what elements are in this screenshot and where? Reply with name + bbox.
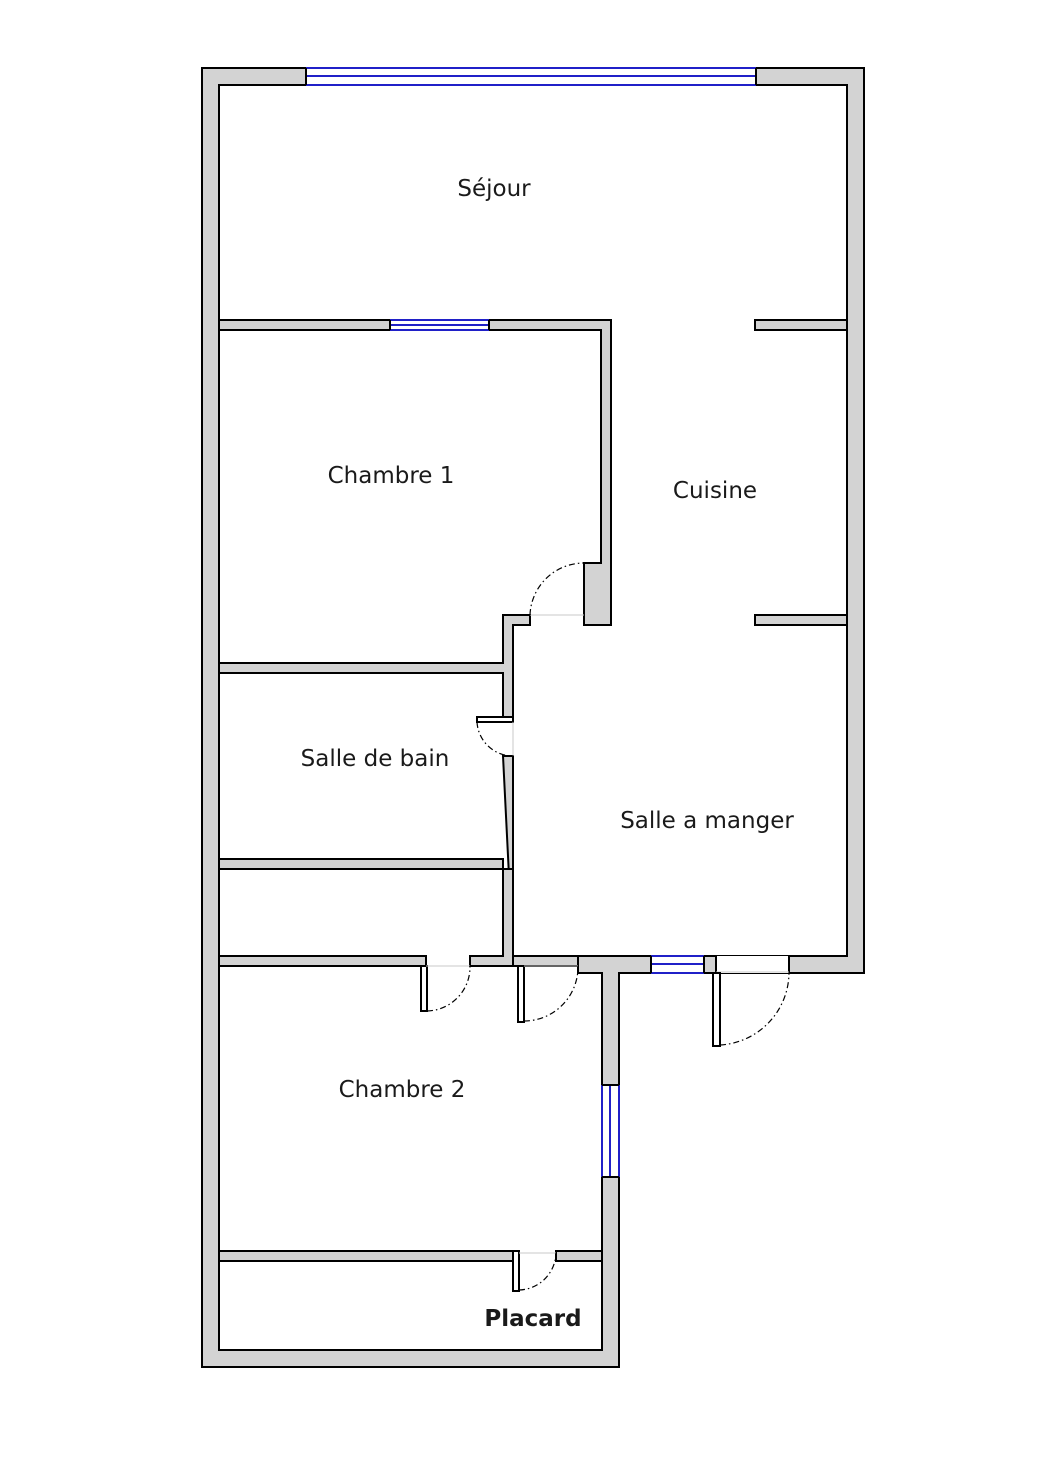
wall-cuisine-bottom-stub [754, 614, 848, 626]
door-chambre1 [529, 562, 585, 616]
wall-sdb-bottom [218, 858, 504, 870]
wall-chambre2-top [577, 955, 652, 1086]
outer-wall [201, 67, 865, 1368]
door-chambre2 [517, 965, 579, 1023]
wall-sdb-right [501, 755, 603, 967]
room-label-salle-a-manger: Salle a manger [620, 808, 794, 834]
door-entrance [712, 972, 790, 1047]
room-label-cuisine: Cuisine [673, 478, 757, 504]
wall-chambre2-bottom [218, 1250, 516, 1262]
room-label-placard: Placard [484, 1306, 581, 1332]
door-closet [420, 965, 471, 1012]
wall-chambre1-bottom [218, 614, 531, 723]
door-salle-de-bain [476, 716, 514, 757]
room-label-chambre1: Chambre 1 [328, 463, 455, 489]
room-label-salle-de-bain: Salle de bain [301, 746, 450, 772]
wall-hall-closet [218, 955, 427, 967]
room-label-chambre2: Chambre 2 [339, 1077, 466, 1103]
wall-cuisine-top-stub [754, 319, 848, 331]
door-placard [512, 1250, 557, 1292]
room-label-sejour: Séjour [457, 176, 531, 202]
